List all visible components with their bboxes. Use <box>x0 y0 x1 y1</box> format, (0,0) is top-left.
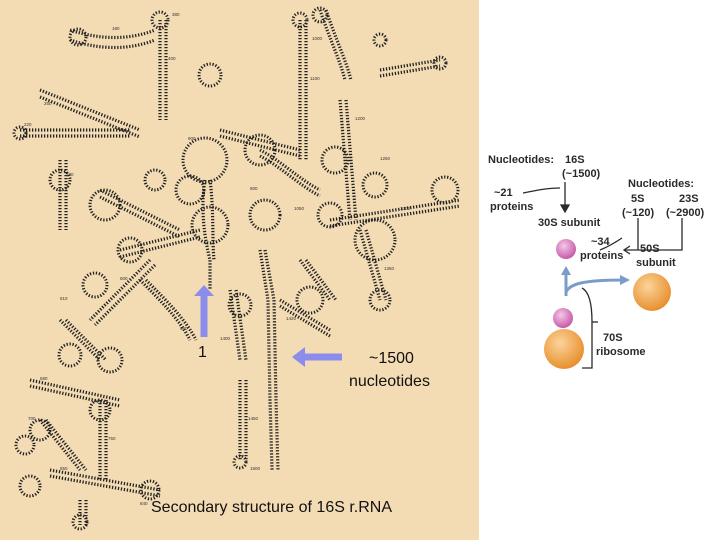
end-label-line2: nucleotides <box>349 373 430 390</box>
svg-text:220: 220 <box>24 122 32 127</box>
svg-text:380: 380 <box>172 12 180 17</box>
assembly-arrow <box>564 272 626 296</box>
svg-text:1400: 1400 <box>220 336 231 341</box>
small-subunit-30s <box>556 239 576 259</box>
svg-text:1450: 1450 <box>248 416 259 421</box>
svg-text:900: 900 <box>188 136 196 141</box>
large-subunit-label-line2: subunit <box>636 257 676 269</box>
svg-text:260: 260 <box>44 101 52 106</box>
svg-text:1420: 1420 <box>286 316 297 321</box>
small-protein-count: ~21 <box>494 187 513 199</box>
ribosome-assembly-diagram: Nucleotides: 16S (~1500) ~21 proteins 30… <box>488 154 705 369</box>
svg-text:980: 980 <box>180 326 188 331</box>
large-subunit-50s <box>633 273 671 311</box>
svg-text:610: 610 <box>60 296 68 301</box>
svg-text:600: 600 <box>120 276 128 281</box>
large-subunit-label-line1: 50S <box>640 243 660 255</box>
large-protein-word: proteins <box>580 250 623 262</box>
large-rrna-23s-name: 23S <box>679 193 699 205</box>
svg-text:850: 850 <box>60 466 68 471</box>
small-subunit-label: 30S subunit <box>538 217 601 229</box>
large-rrna-23s-length: (~2900) <box>666 207 705 219</box>
ribosome-70s-small-part <box>553 308 573 328</box>
large-nucleotides-heading: Nucleotides: <box>628 178 694 190</box>
svg-text:1050: 1050 <box>294 206 305 211</box>
end-arrow-head <box>292 347 305 367</box>
large-protein-count: ~34 <box>591 236 611 248</box>
svg-text:1500: 1500 <box>250 466 261 471</box>
svg-text:750: 750 <box>108 436 116 441</box>
svg-text:700: 700 <box>28 416 36 421</box>
large-rrna-5s-length: (~120) <box>622 207 654 219</box>
caption: Secondary structure of 16S r.RNA <box>151 499 392 516</box>
end-label-line1: ~1500 <box>369 350 414 367</box>
full-ribosome-label-line2: ribosome <box>596 346 646 358</box>
svg-text:180: 180 <box>112 26 120 31</box>
rrna-structure-panel: 380 400 180 260 220 230 900 1000 1100 1200 1250… <box>0 0 479 540</box>
svg-text:680: 680 <box>40 376 48 381</box>
svg-text:400: 400 <box>168 56 176 61</box>
svg-text:1100: 1100 <box>310 76 320 81</box>
svg-text:840: 840 <box>140 501 148 506</box>
svg-text:800: 800 <box>250 186 258 191</box>
small-rrna-length: (~1500) <box>562 168 601 180</box>
large-rrna-5s-name: 5S <box>631 193 644 205</box>
full-ribosome-label-line1: 70S <box>603 332 623 344</box>
start-label: 1 <box>198 344 207 361</box>
svg-text:230: 230 <box>66 172 74 177</box>
svg-text:1200: 1200 <box>355 116 366 121</box>
svg-text:1300: 1300 <box>400 206 411 211</box>
ribosome-70s-large-part <box>544 329 584 369</box>
svg-text:1350: 1350 <box>384 266 395 271</box>
start-arrow-head <box>194 285 214 296</box>
svg-text:1000: 1000 <box>312 36 323 41</box>
small-rrna-name: 16S <box>565 154 585 166</box>
small-nucleotides-heading: Nucleotides: <box>488 154 554 166</box>
svg-text:1250: 1250 <box>380 156 391 161</box>
rrna-secondary-structure-drawing: 380 400 180 260 220 230 900 1000 1100 1200 1250… <box>12 6 461 531</box>
small-protein-word: proteins <box>490 201 533 213</box>
